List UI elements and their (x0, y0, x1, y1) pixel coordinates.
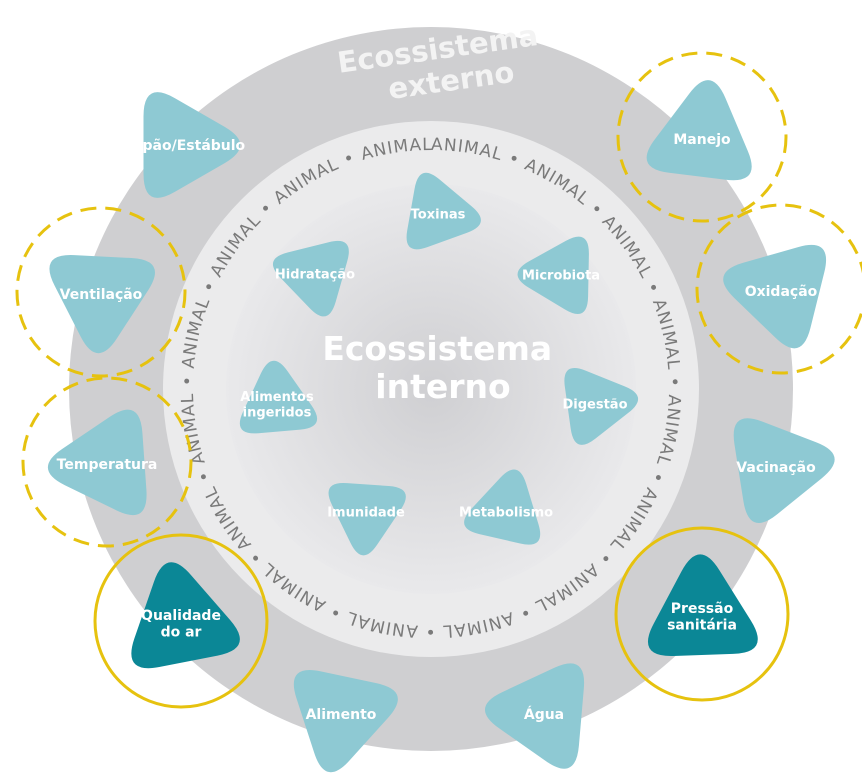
inner-node-shape (272, 240, 349, 317)
outer-node-vacinacao: Vacinação (733, 418, 835, 524)
outer-node-ventilacao-label-line: Ventilação (60, 287, 143, 303)
highlight-rings (15, 51, 862, 709)
inner-node-metabolismo-label-line: Metabolismo (459, 506, 553, 521)
outer-node-agua-label: Água (524, 706, 564, 723)
highlight-ring-dashed-manejo (616, 51, 788, 223)
highlight-ring-dashed-ventilacao (15, 206, 187, 378)
inner-node-imunidade: Imunidade (327, 482, 406, 556)
inner-node-metabolismo-label: Metabolismo (459, 506, 553, 521)
outer-node-vacinacao-label: Vacinação (736, 460, 816, 476)
inner-node-shape (328, 482, 406, 556)
highlight-ring-solid-pressao (614, 526, 790, 702)
outer-node-shape (733, 418, 835, 524)
outer-node-alimento-label-line: Alimento (306, 707, 377, 723)
inner-node-alimentos-label-line: ingeridos (243, 405, 312, 420)
outer-node-shape (49, 254, 155, 354)
inner-title-line-2: interno (375, 367, 510, 406)
inner-node-digestao-label-line: Digestão (562, 398, 627, 413)
outer-node-qualidade-label-line: Qualidade (141, 608, 221, 624)
outer-node-agua-label-line: Água (524, 706, 564, 723)
outer-node-shape (293, 670, 398, 773)
highlight-ring-dashed-temperatura (21, 376, 193, 548)
outer-node-qualidade-label-line: do ar (161, 624, 202, 640)
inner-node-digestao: Digestão (562, 367, 639, 445)
inner-node-shape (239, 360, 318, 434)
outer-node-manejo-label: Manejo (673, 132, 731, 148)
inner-node-toxinas-label-line: Toxinas (411, 208, 466, 223)
outer-node-oxidacao-label: Oxidação (745, 284, 818, 300)
inner-node-microbiota: Microbiota (517, 236, 600, 315)
inner-node-imunidade-label: Imunidade (327, 506, 405, 521)
outer-node-manejo: Manejo (646, 80, 752, 181)
outer-node-temperatura-label-line: Temperatura (57, 457, 158, 473)
inner-node-shape (564, 367, 639, 445)
svg-text:Ecossistema interno: Ecossistema interno (322, 329, 563, 406)
inner-node-shape (464, 469, 541, 545)
inner-node-microbiota-label: Microbiota (522, 269, 600, 284)
outer-node-shape (484, 663, 585, 769)
outer-node-shape (47, 409, 147, 516)
outer-node-shape (723, 244, 827, 349)
inner-node-hidratacao-label-line: Hidratação (275, 268, 355, 283)
outer-node-agua: Água (484, 663, 585, 769)
inner-node-imunidade-label-line: Imunidade (327, 506, 405, 521)
inner-node-shape (517, 236, 589, 315)
outer-node-oxidacao-label-line: Oxidação (745, 284, 818, 300)
outer-node-shape (143, 92, 241, 198)
outer-node-alimento-label: Alimento (306, 707, 377, 723)
outer-node-shape (646, 80, 752, 181)
inner-node-hidratacao-label: Hidratação (275, 268, 355, 283)
outer-node-vacinacao-label-line: Vacinação (736, 460, 816, 476)
outer-node-galpao-label: Galpão/Estábulo (117, 138, 246, 154)
outer-nodes: Galpão/Estábulo ManejoOxidaçãoVacinaçãoPr… (47, 80, 835, 773)
inner-node-hidratacao: Hidratação (272, 240, 355, 317)
inner-node-toxinas-label: Toxinas (411, 208, 466, 223)
outer-node-shape (647, 554, 758, 657)
inner-title-line-1: Ecossistema (322, 329, 552, 368)
highlight-ring-dashed-oxidacao (695, 203, 862, 375)
inner-node-shape (406, 172, 481, 250)
highlight-ring-solid-qualidade (93, 533, 269, 709)
outer-node-pressao-label-line: sanitária (667, 617, 737, 633)
inner-node-toxinas: Toxinas (406, 172, 481, 250)
outer-node-ventilacao-label: Ventilação (60, 287, 143, 303)
outer-node-manejo-label-line: Manejo (673, 132, 731, 148)
outer-node-temperatura-label: Temperatura (57, 457, 158, 473)
outer-node-galpao: Galpão/Estábulo (117, 92, 246, 198)
outer-node-alimento: Alimento (293, 670, 398, 773)
inner-node-digestao-label: Digestão (562, 398, 627, 413)
inner-node-metabolismo: Metabolismo (459, 469, 553, 545)
inner-node-microbiota-label-line: Microbiota (522, 269, 600, 284)
outer-node-ventilacao: Ventilação (49, 254, 155, 354)
outer-node-oxidacao: Oxidação (723, 244, 827, 349)
outer-node-pressao-label-line: Pressão (671, 601, 734, 617)
inner-node-alimentos-label-line: Alimentos (240, 390, 314, 405)
outer-node-shape (131, 562, 240, 669)
inner-title: Ecossistema interno (322, 329, 563, 406)
outer-node-temperatura: Temperatura (47, 409, 158, 516)
outer-node-galpao-label-line: Galpão/Estábulo (117, 138, 246, 154)
